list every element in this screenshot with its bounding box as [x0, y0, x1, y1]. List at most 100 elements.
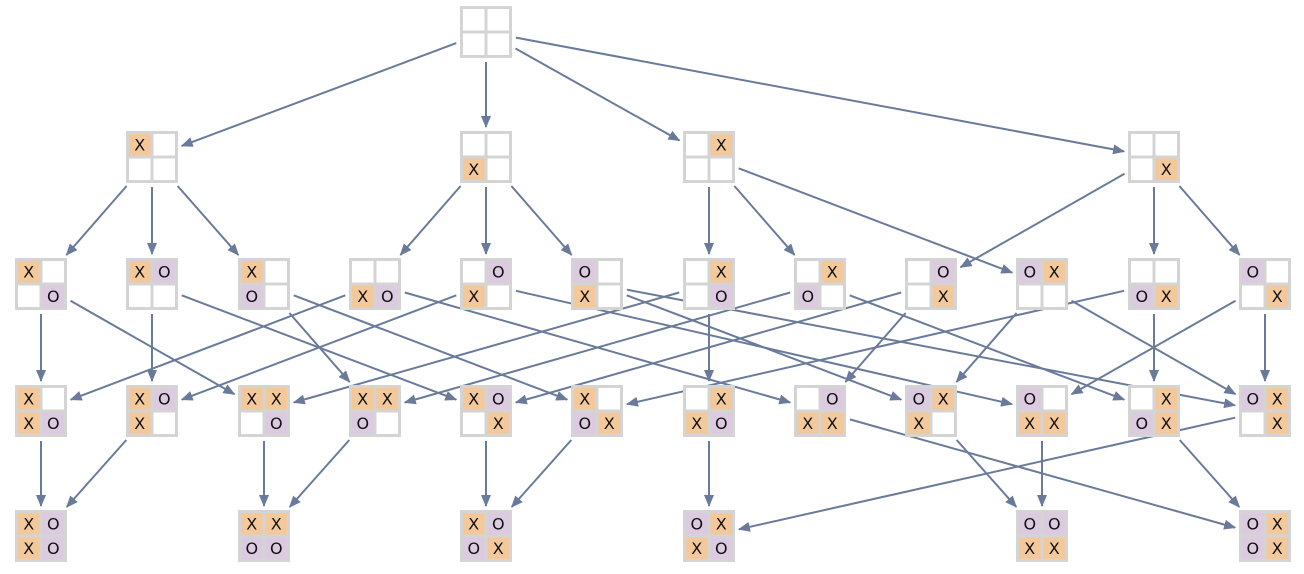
board-cell — [686, 261, 708, 283]
x-mark: X — [23, 389, 34, 408]
board-cell — [1155, 285, 1177, 307]
edge-b-to-b1 — [399, 185, 462, 256]
x-mark: X — [1049, 414, 1060, 433]
board-cell — [932, 388, 954, 410]
board-node-b: X — [460, 131, 512, 183]
o-mark: O — [47, 539, 60, 558]
edge-c3-to-e9 — [955, 312, 1018, 383]
board-cell — [463, 537, 485, 559]
board-cell — [129, 412, 151, 434]
edge-r-to-a — [180, 42, 457, 147]
board-cell — [129, 158, 151, 180]
board-cell — [463, 33, 485, 55]
o-mark: O — [1135, 287, 1148, 306]
board-cell — [821, 412, 843, 434]
x-mark: X — [23, 414, 34, 433]
board-cell — [598, 388, 620, 410]
board-cell — [598, 412, 620, 434]
board-cell — [710, 388, 732, 410]
board-cell — [710, 158, 732, 180]
board-cell — [908, 388, 930, 410]
x-mark: X — [493, 539, 504, 558]
board-cell — [686, 537, 708, 559]
x-mark: X — [604, 414, 615, 433]
board-node-d3: OX — [1239, 258, 1291, 310]
x-mark: X — [1272, 389, 1283, 408]
x-mark: X — [1024, 539, 1035, 558]
x-mark: X — [827, 414, 838, 433]
board-cell — [1242, 261, 1264, 283]
o-mark: O — [492, 262, 505, 281]
x-mark: X — [493, 414, 504, 433]
board-cell — [1155, 388, 1177, 410]
board-cell — [463, 9, 485, 31]
board-cell — [710, 134, 732, 156]
o-mark: O — [47, 514, 60, 533]
board-cell — [352, 261, 374, 283]
board-cell — [1131, 261, 1153, 283]
board-cell — [129, 261, 151, 283]
board-cell — [352, 388, 374, 410]
board-cell — [352, 285, 374, 307]
board-cell — [153, 412, 175, 434]
board-cell — [487, 261, 509, 283]
o-mark: O — [492, 389, 505, 408]
board-cell — [908, 261, 930, 283]
x-mark: X — [827, 262, 838, 281]
board-node-d1: OX — [905, 258, 957, 310]
board-cell — [1019, 513, 1041, 535]
x-mark: X — [716, 514, 727, 533]
o-mark: O — [270, 414, 283, 433]
o-mark: O — [1246, 514, 1259, 533]
o-mark: O — [826, 389, 839, 408]
board-cell — [463, 513, 485, 535]
edge-e6-to-f3 — [510, 439, 573, 508]
board-cell — [241, 261, 263, 283]
x-mark: X — [913, 414, 924, 433]
board-cell — [376, 285, 398, 307]
board-cell — [487, 388, 509, 410]
board-cell — [1043, 513, 1065, 535]
board-cell — [1043, 285, 1065, 307]
board-cell — [487, 537, 509, 559]
o-mark: O — [1023, 389, 1036, 408]
x-mark: X — [1049, 539, 1060, 558]
board-cell — [265, 513, 287, 535]
x-mark: X — [1161, 287, 1172, 306]
board-cell — [487, 158, 509, 180]
x-mark: X — [468, 514, 479, 533]
board-cell — [265, 388, 287, 410]
x-mark: X — [1272, 287, 1283, 306]
edge-c1-to-e3 — [292, 291, 680, 405]
board-cell — [1242, 285, 1264, 307]
o-mark: O — [467, 539, 480, 558]
board-cell — [241, 388, 263, 410]
board-cell — [1131, 158, 1153, 180]
board-cell — [1155, 134, 1177, 156]
o-mark: O — [912, 389, 925, 408]
o-mark: O — [270, 539, 283, 558]
x-mark: X — [271, 389, 282, 408]
board-cell — [1155, 158, 1177, 180]
x-mark: X — [716, 135, 727, 154]
x-mark: X — [23, 262, 34, 281]
board-node-c1: XO — [683, 258, 735, 310]
board-cell — [932, 412, 954, 434]
board-cell — [463, 261, 485, 283]
board-cell — [1043, 412, 1065, 434]
board-node-c2: XO — [794, 258, 846, 310]
edge-d1-to-e5 — [514, 291, 902, 405]
board-cell — [265, 285, 287, 307]
board-cell — [487, 33, 509, 55]
o-mark: O — [245, 539, 258, 558]
x-mark: X — [1272, 539, 1283, 558]
board-cell — [1242, 412, 1264, 434]
